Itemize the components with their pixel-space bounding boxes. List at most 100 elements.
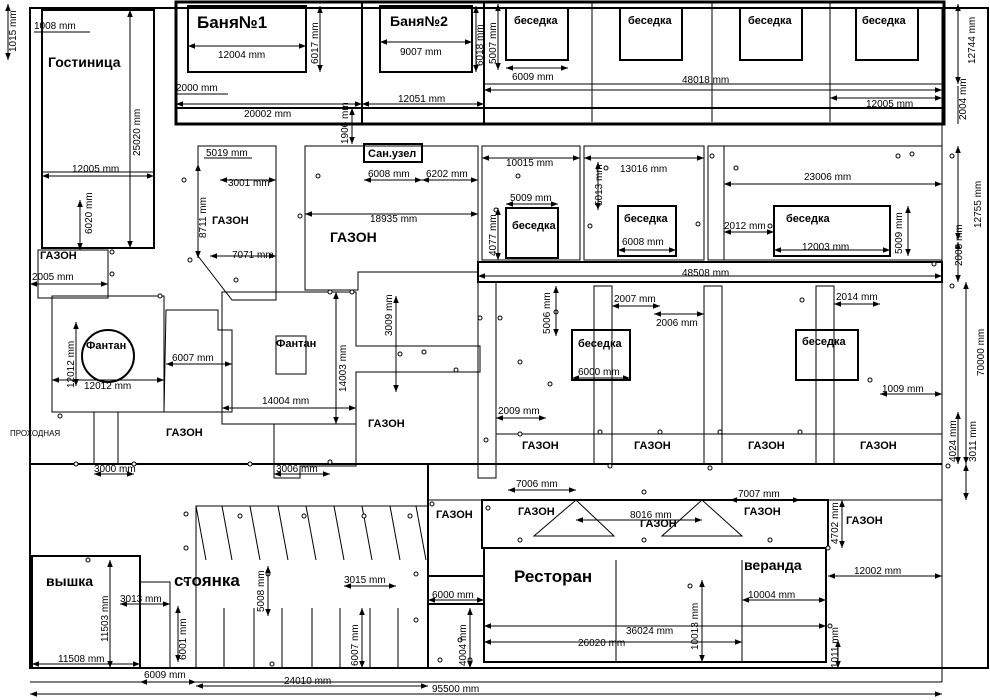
restaurant-complex (427, 499, 829, 663)
dim-7071: 7071 mm (232, 250, 274, 261)
dim-5013: 5013 mm (594, 164, 605, 206)
dim-2012-gazebo: 2012 mm (724, 221, 766, 232)
dim-6202: 6202 mm (426, 169, 468, 180)
dim-8711: 8711 mm (198, 197, 209, 238)
dim-10015: 10015 mm (506, 158, 553, 169)
lawn-label-7: ГАЗОН (634, 440, 671, 452)
dim-7007: 7007 mm (738, 489, 780, 500)
bath-2 (379, 5, 473, 73)
dim-48018: 48018 mm (682, 75, 729, 86)
dim-3011: 3011 mm (968, 421, 979, 462)
gazebo-mid-2 (617, 205, 677, 257)
dim-1906: 1906 mm (340, 102, 351, 144)
gazebo-mid-1-label: беседка (512, 220, 556, 232)
dim-12005-hotel: 12005 mm (72, 164, 119, 175)
dim-6007-path: 6007 mm (172, 353, 214, 364)
lawn-label-4: ГАЗОН (166, 427, 203, 439)
dim-5009-gazebo: 5009 mm (894, 212, 905, 254)
dim-1011: 1011 mm (830, 627, 841, 668)
hotel-label: Гостиница (48, 54, 121, 70)
post-markers (57, 151, 955, 667)
dim-6008-gazebo: 6008 mm (622, 237, 664, 248)
gazebo-top-1-label: беседка (514, 15, 558, 27)
gazebo-top-3-label: беседка (748, 15, 792, 27)
restaurant-label: Ресторан (514, 567, 592, 586)
lawn-label-1: ГАЗОН (212, 215, 249, 227)
dim-3015: 3015 mm (344, 575, 386, 586)
checkpoint-label: ПРОХОДНАЯ (10, 429, 60, 438)
dim-11503: 11503 mm (100, 595, 111, 642)
veranda-label: веранда (744, 557, 802, 573)
dim-95500: 95500 mm (432, 684, 479, 695)
hotel-building (41, 9, 155, 249)
gazebo-low-1-label: беседка (578, 338, 622, 350)
dim-36024: 36024 mm (626, 626, 673, 637)
dim-5019: 5019 mm (206, 148, 248, 159)
dim-3009: 3009 mm (384, 294, 395, 336)
dim-26020: 26020 mm (578, 638, 625, 649)
dim-12051: 12051 mm (398, 94, 445, 105)
dim-1008: 1008 mm (34, 21, 76, 32)
dimension-lines (5, 3, 969, 697)
dim-12003: 12003 mm (802, 242, 849, 253)
dim-24010: 24010 mm (284, 676, 331, 687)
dim-12744: 12744 mm (967, 17, 978, 64)
dim-2009: 2009 mm (498, 406, 540, 417)
wc-building (363, 143, 423, 163)
dim-12002: 12002 mm (854, 566, 901, 577)
gazebo-top-3 (739, 7, 803, 61)
dim-4702: 4702 mm (830, 502, 841, 544)
dim-5009-mid: 5009 mm (510, 193, 552, 204)
gazebo-top-4-label: беседка (862, 15, 906, 27)
dim-3006: 3006 mm (276, 464, 318, 475)
bottom-zone (30, 463, 942, 669)
gazebo-mid-3-label: беседка (786, 213, 830, 225)
fountain-left-label: Фантан (86, 340, 126, 352)
dim-3000: 3000 mm (94, 464, 136, 475)
dim-2005: 2005 mm (32, 272, 74, 283)
dim-5007: 5007 mm (488, 22, 499, 64)
lawn-label-6: ГАЗОН (522, 440, 559, 452)
fountain-left (81, 329, 135, 383)
dim-23006: 23006 mm (804, 172, 851, 183)
dim-12004: 12004 mm (218, 50, 265, 61)
dim-2006: 2006 mm (656, 318, 698, 329)
top-strip (174, 0, 946, 126)
dim-6018: 6018 mm (475, 24, 486, 66)
wc-label: Сан.узел (368, 148, 416, 160)
dim-18935: 18935 mm (370, 214, 417, 225)
gazebo-low-2 (795, 329, 859, 381)
dim-14004: 14004 mm (262, 396, 309, 407)
bath-1-label: Баня№1 (197, 13, 267, 32)
dim-8016: 8016 mm (630, 510, 672, 521)
fountain-center-label: Фантан (276, 338, 316, 350)
dim-9007: 9007 mm (400, 47, 442, 58)
dim-6009-bottom: 6009 mm (144, 670, 186, 681)
dim-6008-wc: 6008 mm (368, 169, 410, 180)
parking-label: стоянка (174, 571, 240, 590)
dim-5008: 5008 mm (256, 570, 267, 612)
lawn-label-11: ГАЗОН (518, 506, 555, 518)
gazebo-mid-3 (773, 205, 891, 257)
dim-4004: 4004 mm (458, 624, 469, 666)
dim-48508: 48508 mm (682, 268, 729, 279)
dim-12755: 12755 mm (973, 181, 984, 228)
lawn-label-3: ГАЗОН (40, 250, 77, 262)
dim-3013: 3013 mm (120, 594, 162, 605)
dim-2003: 2003 mm (954, 224, 965, 266)
dim-2007-path: 2007 mm (614, 294, 656, 305)
dim-5006: 5006 mm (542, 292, 553, 334)
lawn-label-9: ГАЗОН (860, 440, 897, 452)
dim-13016: 13016 mm (620, 164, 667, 175)
dim-6009-top: 6009 mm (512, 72, 554, 83)
lawn-label-2: ГАЗОН (330, 229, 377, 245)
gazebo-top-4 (855, 7, 919, 61)
dim-6007-parking: 6007 mm (350, 624, 361, 666)
lawn-label-10: ГАЗОН (436, 509, 473, 521)
dim-25020: 25020 mm (132, 109, 143, 156)
central-paths (37, 145, 943, 479)
lawn-label-14: ГАЗОН (846, 515, 883, 527)
dim-10013: 10013 mm (690, 603, 701, 650)
lawn-label-8: ГАЗОН (748, 440, 785, 452)
bath-2-label: Баня№2 (390, 13, 448, 29)
